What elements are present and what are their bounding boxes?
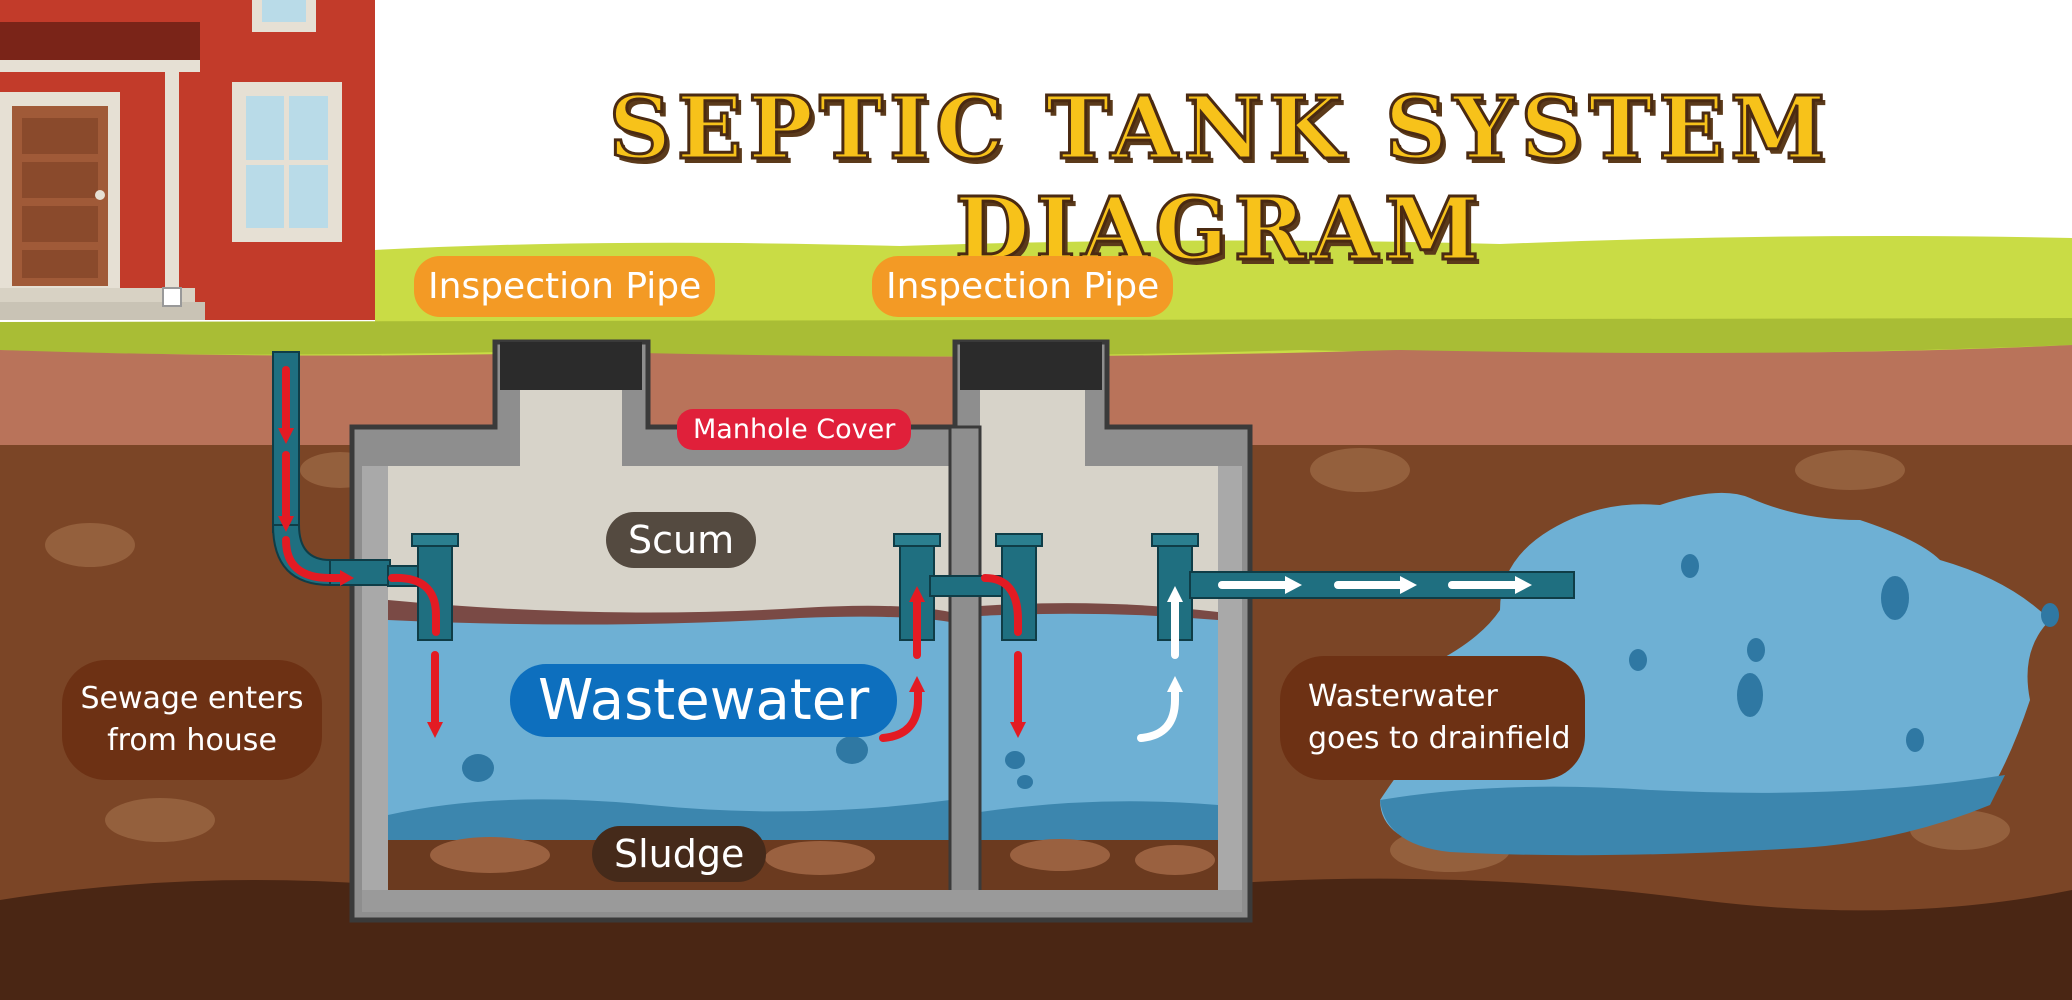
diagram-title: SEPTIC TANK SYSTEM DIAGRAM: [607, 77, 1832, 282]
sewage-enters-note: Sewage enters from house: [62, 660, 322, 780]
inspection-pipe-label-right: Inspection Pipe: [872, 256, 1174, 317]
scum-label: Scum: [606, 512, 757, 568]
water-bubbles: [462, 736, 1033, 789]
sludge-label: Sludge: [592, 826, 767, 882]
sewage-flow-arrowheads: [278, 428, 1026, 738]
house: [0, 0, 375, 320]
wastewater-label: Wastewater: [510, 664, 898, 737]
manhole-cover-label: Manhole Cover: [677, 409, 912, 450]
effluent-flow-arrows: [1137, 581, 1519, 742]
sewage-flow-arrows: [282, 366, 1022, 742]
effluent-flow-arrowheads: [1167, 576, 1532, 692]
inspection-pipe-label-left: Inspection Pipe: [414, 256, 716, 317]
drainfield-note: Wasterwater goes to drainfield: [1280, 656, 1585, 780]
